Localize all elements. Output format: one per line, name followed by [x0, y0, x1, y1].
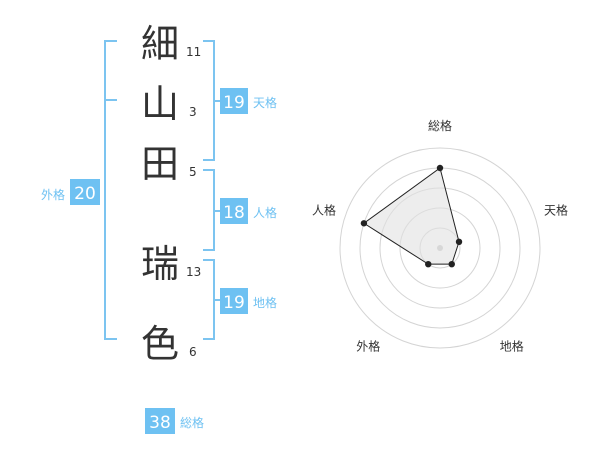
jinkaku-value: 18 — [223, 203, 245, 223]
radar-point — [436, 164, 444, 172]
radar-ring — [339, 147, 541, 349]
jinkaku-group: 18 人格 — [220, 198, 277, 224]
chikaku-group: 19 地格 — [220, 288, 277, 314]
radar-point — [360, 220, 368, 227]
soukaku-label: 総格 — [180, 415, 204, 430]
gaikaku-label: 外格 — [41, 187, 65, 202]
jinkaku-bracket — [203, 169, 220, 251]
stroke-counts: 11 3 5 13 6 — [186, 45, 201, 359]
soukaku-value: 38 — [149, 413, 171, 433]
chikaku-value: 19 — [223, 293, 245, 313]
jinkaku-badge — [220, 198, 248, 224]
name-char: 細 — [141, 22, 179, 66]
radar-point — [455, 238, 463, 246]
radar-axis-label: 地格 — [500, 339, 524, 354]
stroke-count: 6 — [189, 345, 197, 359]
radar-axis-label: 総格 — [428, 118, 452, 133]
name-char: 瑞 — [141, 242, 179, 286]
name-char: 山 — [141, 82, 179, 126]
name-char: 田 — [141, 142, 179, 186]
gaikaku-badge — [70, 179, 100, 205]
tenkaku-label: 天格 — [253, 95, 277, 110]
soukaku-group: 38 総格 — [145, 408, 204, 434]
radar-point — [448, 260, 455, 268]
tenkaku-badge — [220, 88, 248, 114]
jinkaku-label: 人格 — [253, 205, 277, 220]
stroke-count: 11 — [186, 45, 201, 59]
chikaku-badge — [220, 288, 248, 314]
stroke-count: 13 — [186, 265, 201, 279]
tenkaku-value: 19 — [223, 93, 245, 113]
gaikaku-bracket — [104, 40, 117, 340]
stroke-count: 3 — [189, 105, 197, 119]
radar-axis-label: 天格 — [544, 202, 568, 217]
tenkaku-bracket — [203, 40, 220, 161]
chikaku-bracket — [203, 259, 220, 340]
radar-point — [425, 260, 432, 268]
gaikaku-group: 外格 20 — [41, 179, 100, 205]
radar-axis-label: 外格 — [356, 339, 380, 354]
stroke-count: 5 — [189, 165, 197, 179]
gaikaku-value: 20 — [74, 184, 96, 204]
radar-axis-label: 人格 — [312, 202, 336, 217]
name-char: 色 — [141, 322, 179, 366]
tenkaku-group: 19 天格 — [220, 88, 277, 114]
radar-polygon — [363, 167, 460, 265]
chikaku-label: 地格 — [253, 295, 277, 310]
soukaku-badge — [145, 408, 175, 434]
name-characters: 細 山 田 瑞 色 — [141, 22, 179, 366]
